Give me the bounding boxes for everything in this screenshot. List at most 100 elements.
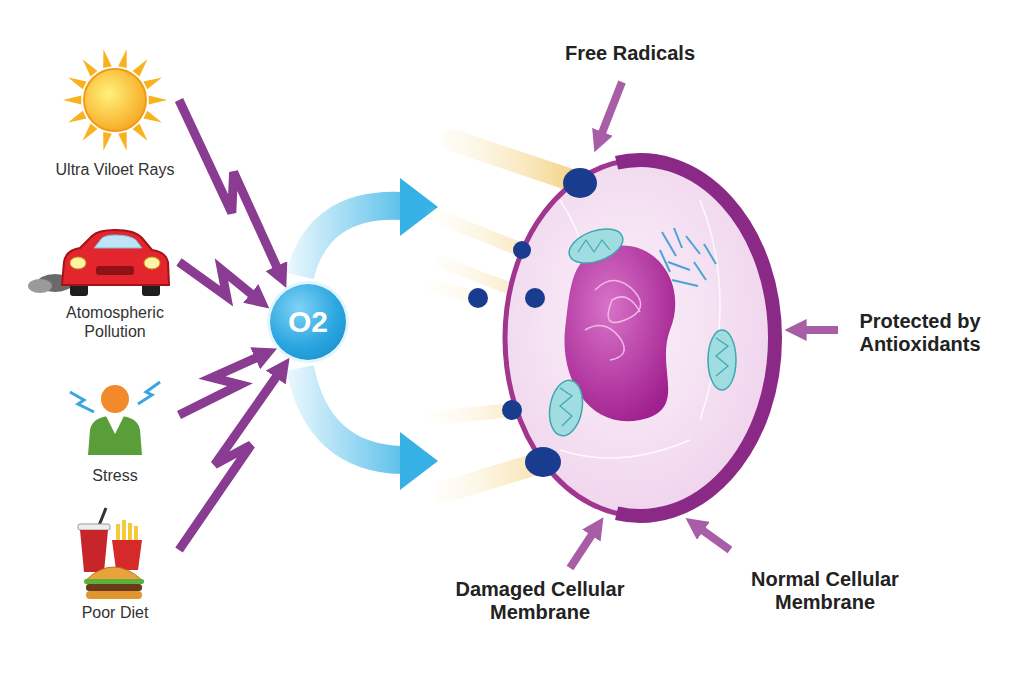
source-label: Ultra Viloet Rays bbox=[55, 160, 175, 179]
endoplasmic-reticulum bbox=[668, 262, 690, 270]
fast-food-icon bbox=[78, 508, 144, 599]
sun-icon bbox=[68, 111, 86, 123]
pointer-arrow bbox=[570, 82, 838, 568]
mitochondrion bbox=[545, 222, 736, 438]
mitochondrion bbox=[560, 388, 572, 426]
endoplasmic-reticulum bbox=[704, 244, 716, 264]
sun-icon bbox=[63, 49, 167, 150]
lightning-arrow bbox=[179, 262, 256, 298]
mitochondrion bbox=[565, 222, 628, 269]
source-label: Atomospheric Pollution bbox=[55, 303, 175, 341]
fast-food-icon bbox=[86, 591, 142, 599]
fast-food-icon bbox=[134, 526, 138, 542]
sun-icon bbox=[84, 69, 146, 131]
mitochondrion bbox=[545, 378, 586, 439]
oxygen-flow-arrows bbox=[400, 432, 438, 490]
sun-icon bbox=[83, 124, 98, 141]
endoplasmic-reticulum bbox=[662, 232, 676, 256]
sun-icon bbox=[118, 49, 127, 68]
endoplasmic-reticulum bbox=[660, 228, 716, 286]
callout-label: Damaged Cellular Membrane bbox=[445, 578, 635, 624]
cell-body bbox=[560, 440, 690, 458]
sun-rays bbox=[63, 49, 167, 150]
sun-icon bbox=[133, 59, 148, 76]
pointer-arrow bbox=[800, 326, 838, 334]
callout-label: Normal Cellular Membrane bbox=[735, 568, 915, 614]
radical-beams bbox=[432, 214, 522, 250]
radical-beams bbox=[432, 410, 512, 418]
sun-icon bbox=[149, 96, 167, 105]
nucleus bbox=[585, 326, 624, 361]
fast-food-icon bbox=[84, 579, 144, 584]
endoplasmic-reticulum bbox=[694, 262, 706, 280]
car-icon bbox=[94, 235, 142, 248]
source-icon-label: Atomospheric Pollution bbox=[55, 225, 175, 341]
lightning-arrow bbox=[179, 100, 279, 273]
stress-icon bbox=[70, 382, 160, 455]
stress-icon bbox=[138, 382, 160, 404]
mitochondrion bbox=[578, 240, 610, 252]
sun-icon bbox=[143, 77, 161, 89]
sun-icon bbox=[118, 132, 127, 151]
endoplasmic-reticulum bbox=[660, 250, 670, 272]
sun-icon bbox=[133, 124, 148, 141]
molecule-label: O2 bbox=[288, 305, 328, 339]
car-icon bbox=[28, 279, 52, 293]
endoplasmic-reticulum bbox=[674, 228, 682, 248]
radical-beams bbox=[452, 140, 580, 183]
endoplasmic-reticulum bbox=[672, 280, 698, 286]
source-label: Poor Diet bbox=[55, 603, 175, 622]
cell-body bbox=[505, 160, 775, 516]
sun-icon bbox=[63, 96, 81, 105]
fast-food-icon bbox=[86, 567, 142, 580]
fast-food-icon bbox=[86, 584, 142, 591]
sun-icon bbox=[83, 59, 98, 76]
nucleus bbox=[595, 280, 641, 322]
sun-icon bbox=[143, 111, 161, 123]
fast-food-icon bbox=[112, 540, 142, 570]
source-label: Stress bbox=[55, 466, 175, 485]
pointer-arrow bbox=[600, 82, 622, 138]
free-radical-dot bbox=[513, 241, 531, 259]
free-radical-dot bbox=[502, 400, 522, 420]
car-icon bbox=[28, 230, 169, 296]
fast-food-icon bbox=[80, 530, 108, 572]
lightning-arrow bbox=[179, 355, 262, 415]
mitochondrion bbox=[708, 330, 736, 390]
stress-icon bbox=[101, 385, 129, 413]
source-icon-label: Poor Diet bbox=[55, 508, 175, 622]
lightning-arrow bbox=[179, 372, 280, 550]
oxygen-flow-arrows bbox=[300, 368, 402, 460]
free-radical-dot bbox=[468, 168, 597, 477]
stress-icon bbox=[88, 416, 142, 455]
sun-icon bbox=[68, 77, 86, 89]
car-icon bbox=[96, 266, 134, 275]
endoplasmic-reticulum bbox=[686, 236, 700, 254]
car-icon bbox=[70, 257, 86, 269]
source-icon-label: Ultra Viloet Rays bbox=[55, 60, 175, 179]
oxygen-flow-arrows bbox=[400, 178, 438, 236]
free-radical-dot bbox=[563, 168, 597, 198]
stress-icon bbox=[106, 416, 124, 434]
fast-food-icon bbox=[78, 524, 110, 530]
fast-food-icon bbox=[128, 523, 132, 542]
sun-icon bbox=[103, 132, 112, 151]
free-radical-dot bbox=[468, 288, 488, 308]
fast-food-icon bbox=[122, 520, 126, 542]
free-radical-dot bbox=[525, 447, 561, 477]
car-icon bbox=[62, 230, 169, 285]
oxygen-circle: O2 bbox=[270, 284, 346, 360]
source-icon-label: Stress bbox=[55, 378, 175, 485]
fast-food-icon bbox=[116, 524, 120, 542]
stress-icon bbox=[70, 392, 94, 412]
callout-label: Protected by Antioxidants bbox=[845, 310, 995, 356]
callout-label: Free Radicals bbox=[540, 42, 720, 65]
free-radical-dot bbox=[525, 288, 545, 308]
oxygen-flow-arrows bbox=[300, 206, 402, 276]
pointer-arrow bbox=[698, 527, 730, 550]
pointer-arrow bbox=[570, 530, 595, 568]
cell-body bbox=[505, 160, 775, 516]
car-icon bbox=[144, 257, 160, 269]
sun-icon bbox=[103, 49, 112, 68]
